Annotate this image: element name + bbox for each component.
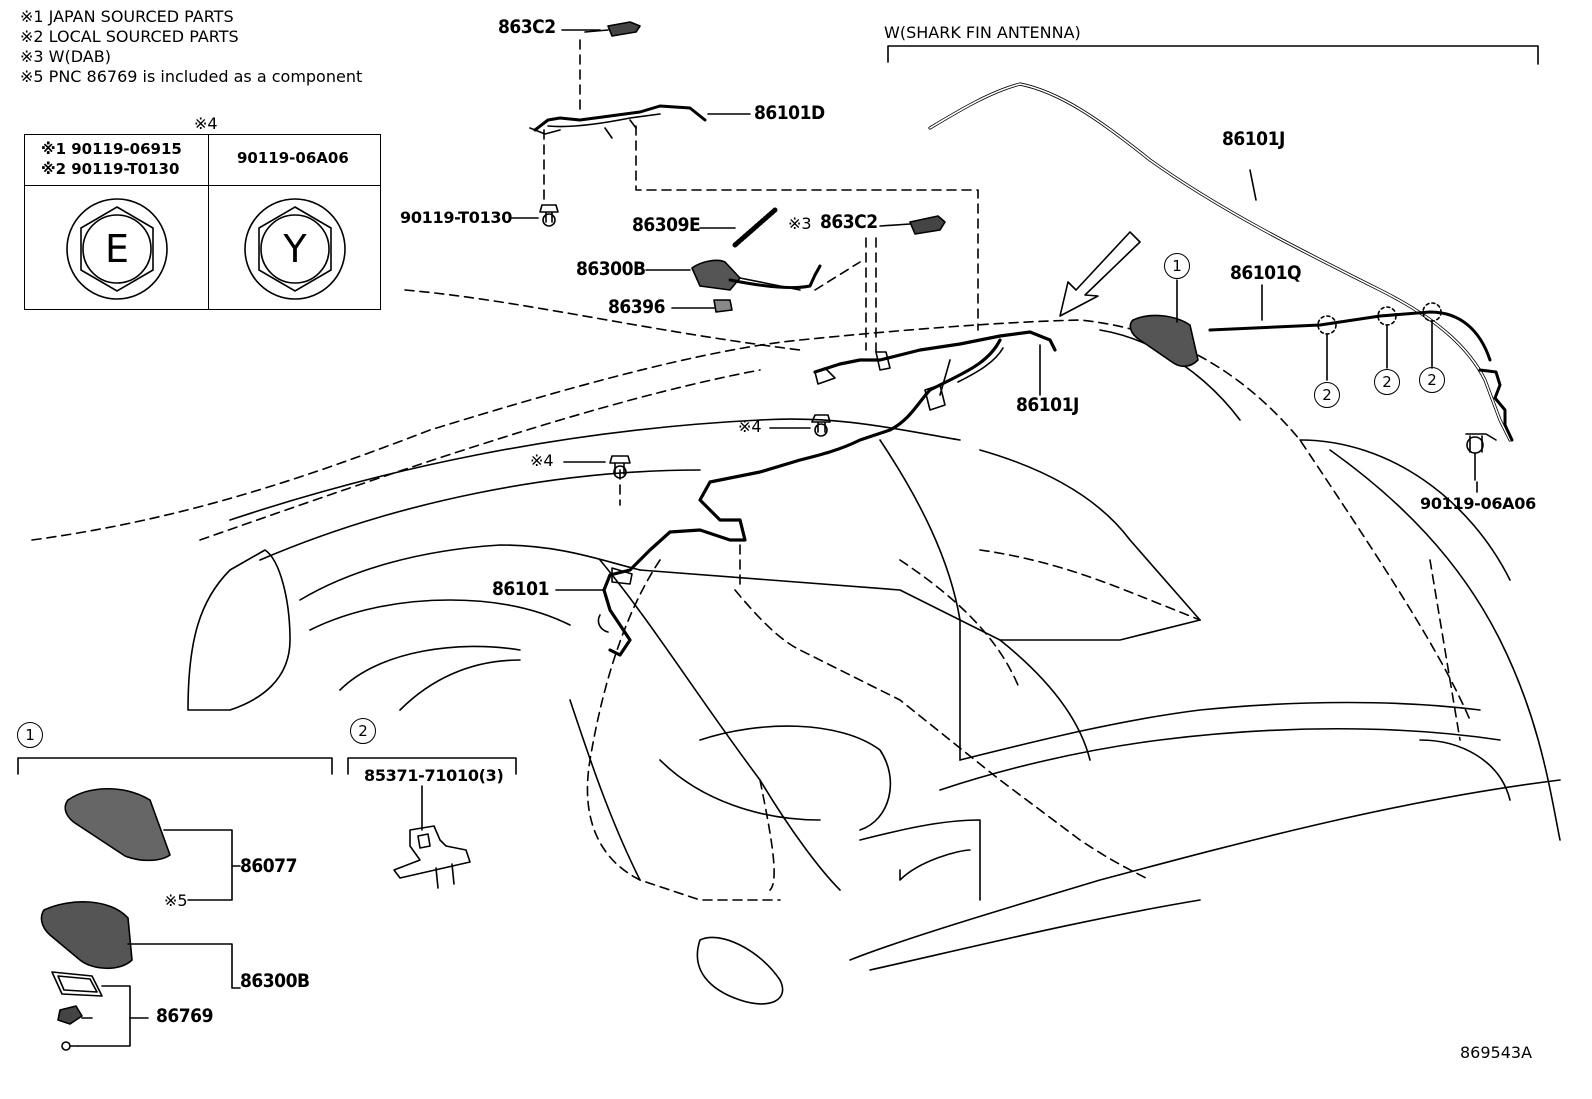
harness-86101d [533,104,707,132]
diagram-id: 869543A [1460,1043,1533,1062]
bolt-head-y-icon: Y [244,198,346,300]
bolt-table-caption: ※4 [194,114,218,133]
label-863c2-top[interactable]: 863C2 [498,16,556,38]
note-dab: ※3 W(DAB) [20,47,111,66]
label-ref4-a: ※4 [738,417,762,436]
mark-y: Y [282,227,307,271]
bolt-part-local: ※2 90119-T0130 [41,160,180,178]
bolt-part-06a06: 90119-06A06 [237,149,349,167]
windshield-frame [229,418,961,521]
shark-fin-antenna [1129,314,1199,368]
roof-outline [31,319,1471,721]
ref-circle-1-main: 1 [1164,253,1190,279]
bolt-table-header [25,135,380,186]
shark-fin-section-header: W(SHARK FIN ANTENNA) [884,23,1081,42]
note-japan-sourced: ※1 JAPAN SOURCED PARTS [20,7,234,26]
antenna-base-86300b-top [691,259,741,291]
inset-antenna-base [40,901,133,970]
direction-arrow [1059,231,1141,317]
inset2-part-label[interactable]: 85371-71010(3) [364,766,504,785]
label-86396[interactable]: 86396 [608,296,665,318]
label-90119-06a06[interactable]: 90119-06A06 [1420,494,1536,513]
ref-circle-2-a: 2 [1314,382,1340,408]
bolt-part-japan: ※1 90119-06915 [41,140,182,158]
shark-fin-bracket [887,45,1539,65]
inset-shark-fin [64,787,171,862]
inset1-label-86077[interactable]: 86077 [240,855,297,877]
ref-circle-2-b: 2 [1374,369,1400,395]
ref-circle-2-c: 2 [1419,367,1445,393]
bolt-table-col1: ※1 90119-06915 ※2 90119-T0130 [41,139,182,179]
label-86101q[interactable]: 86101Q [1230,262,1302,284]
bolt-table: ※1 90119-06915 ※2 90119-T0130 90119-06A0… [24,134,381,310]
label-dab-mark: ※3 [788,214,812,233]
label-863c2-mid[interactable]: 863C2 [820,211,878,233]
note-pnc-component: ※5 PNC 86769 is included as a component [20,67,363,86]
label-86101j-top[interactable]: 86101J [1222,128,1285,150]
inset1-circle: 1 [17,722,43,748]
rod-86309e [732,207,778,248]
note-local-sourced: ※2 LOCAL SOURCED PARTS [20,27,239,46]
cable-86101q [1208,310,1492,362]
label-ref4-b: ※4 [530,451,554,470]
mark-e: E [105,227,129,271]
label-86101[interactable]: 86101 [492,578,549,600]
bolt-head-e-icon: E [66,198,168,300]
harness-86101 [813,330,1057,374]
label-86101j-mid[interactable]: 86101J [1016,394,1079,416]
inset1-ref5: ※5 [164,891,188,910]
inset1-label-86300b[interactable]: 86300B [240,970,310,992]
label-86101d[interactable]: 86101D [754,102,825,124]
label-90119-t0130[interactable]: 90119-T0130 [400,208,513,227]
label-86309e[interactable]: 86309E [632,214,701,236]
inset1-label-86769[interactable]: 86769 [156,1005,213,1027]
inset2-circle: 2 [350,718,376,744]
label-86300b-top[interactable]: 86300B [576,258,646,280]
